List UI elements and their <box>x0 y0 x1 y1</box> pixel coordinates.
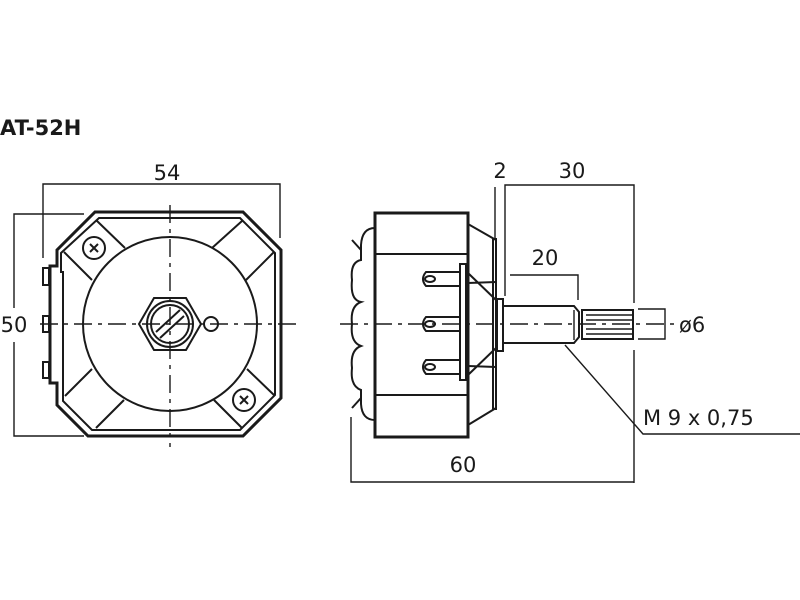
terminal-tab <box>42 267 50 286</box>
dim-60: 60 <box>350 417 634 483</box>
shaft-length-dim-label: 30 <box>559 159 586 183</box>
side-view: 2 30 20 ø6 M 9 x 0,75 60 <box>340 159 800 483</box>
screw-icon <box>82 236 106 260</box>
thread-spec-label: M 9 x 0,75 <box>643 406 754 430</box>
solder-lugs <box>422 271 460 375</box>
total-length-dim-label: 60 <box>450 453 477 477</box>
width-dim-label: 54 <box>154 161 181 185</box>
corner-brackets <box>63 219 276 429</box>
dim-diameter: ø6 <box>638 308 705 340</box>
model-title: AT-52H <box>0 116 81 140</box>
width-dimension: 54 <box>42 161 281 258</box>
shaft-slot <box>155 309 185 339</box>
switch-body <box>373 211 470 439</box>
front-view: 54 50 <box>1 161 297 447</box>
rear-taper <box>467 223 497 426</box>
dim-2-30: 2 30 <box>493 159 635 483</box>
height-dimension: 50 <box>1 213 84 437</box>
dim-20: 20 <box>510 246 579 300</box>
thread-callout: M 9 x 0,75 <box>564 344 800 435</box>
thread-length-dim-label: 20 <box>532 246 559 270</box>
spline-lines <box>586 314 633 335</box>
screw-icon <box>232 388 256 412</box>
flange <box>496 298 504 352</box>
flange-dim-label: 2 <box>493 159 506 183</box>
shaft-diameter-label: ø6 <box>679 313 705 337</box>
terminal-plate <box>459 263 467 381</box>
housing-outline <box>48 210 283 438</box>
height-dim-label: 50 <box>1 313 28 337</box>
terminal-tab <box>42 361 50 379</box>
